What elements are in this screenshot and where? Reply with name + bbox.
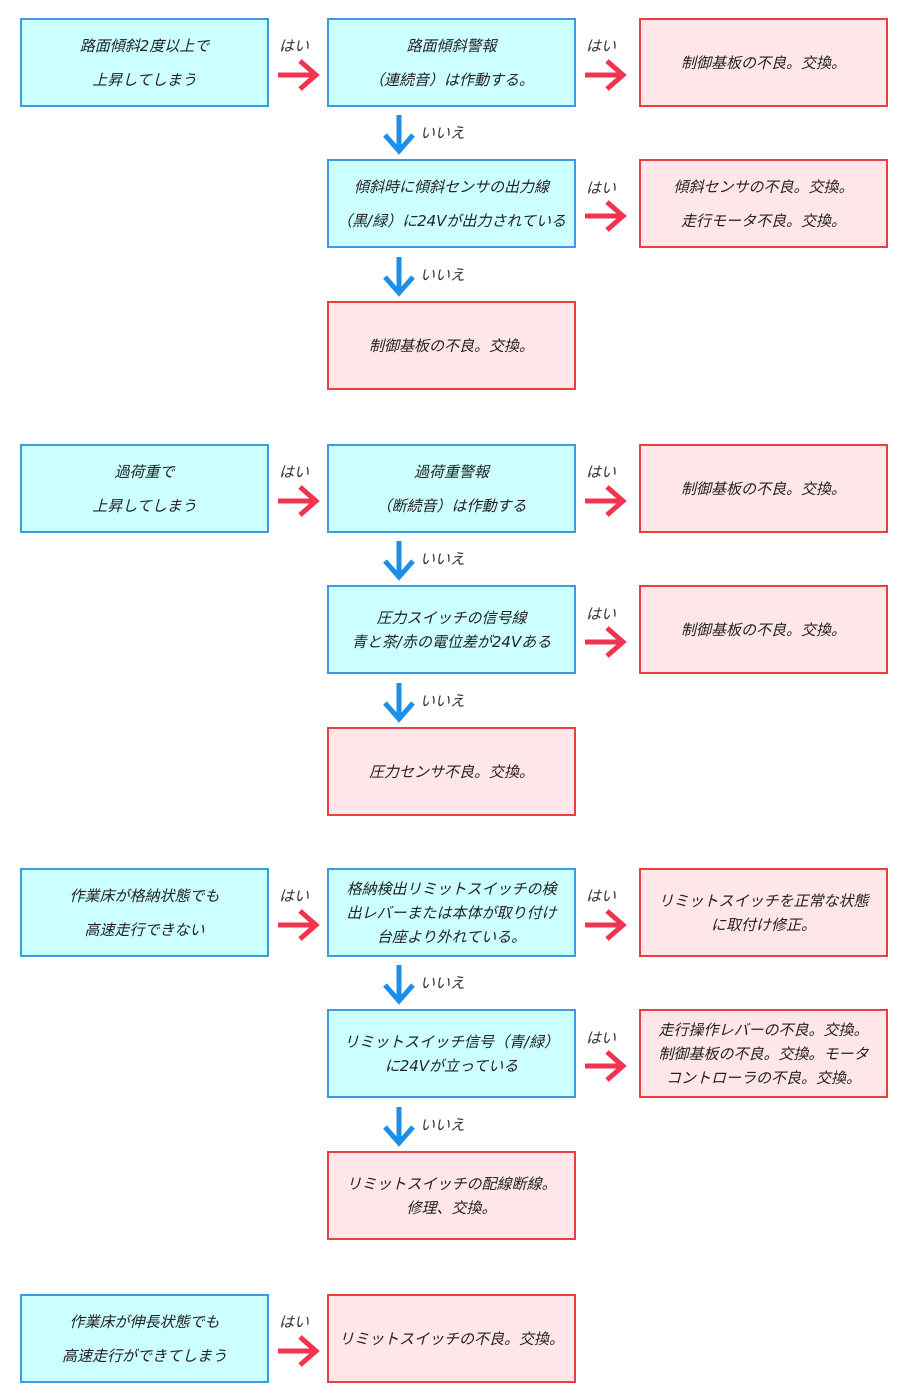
s3-yes-arrow-1 (278, 909, 320, 941)
s1-yes-label-2: はい (586, 37, 617, 55)
s1-yes-label-1: はい (279, 37, 310, 55)
s1-yes-arrow-1 (278, 59, 320, 91)
s4-yes-label-1: はい (279, 1313, 310, 1331)
s3-answer-1-line-2: に取付け修正。 (710, 915, 816, 934)
s2-no-arrow-1 (383, 541, 415, 581)
s1-no-label-2: いいえ (420, 266, 466, 284)
s1-question-1: 路面傾斜2度以上で 上昇してしまう (20, 18, 269, 107)
s1-answer-1-line-1: 制御基板の不良。交換。 (680, 54, 846, 72)
s1-yes-arrow-3 (585, 200, 627, 232)
s3-question-2-line-3: 台座より外れている。 (376, 927, 527, 946)
s2-answer-3-line-1: 圧力センサ不良。交換。 (368, 763, 534, 781)
s3-answer-3-line-2: 修理、交換。 (406, 1198, 497, 1217)
s1-question-1-line-1: 路面傾斜2度以上で (79, 36, 210, 55)
s2-question-2: 過荷重警報 （断続音）は作動する (327, 444, 576, 533)
s1-question-2-line-1: 路面傾斜警報 (406, 36, 497, 55)
s2-answer-2-line-1: 制御基板の不良。交換。 (680, 621, 846, 639)
s2-yes-label-2: はい (586, 463, 617, 481)
s1-question-2-line-2: （連続音）は作動する。 (368, 70, 534, 89)
s2-no-label-1: いいえ (420, 550, 466, 568)
s3-answer-2-line-3: コントローラの不良。交換。 (665, 1068, 861, 1087)
s3-answer-1-line-1: リミットスイッチを正常な状態 (658, 891, 869, 910)
s3-question-1-line-2: 高速走行できない (84, 920, 205, 939)
s4-question-1: 作業床が伸長状態でも 高速走行ができてしまう (20, 1294, 269, 1383)
s2-question-3: 圧力スイッチの信号線 青と茶/赤の電位差が24Vある (327, 585, 576, 674)
s3-yes-label-1: はい (279, 887, 310, 905)
s3-yes-arrow-2 (585, 909, 627, 941)
s3-answer-2-line-1: 走行操作レバーの不良。交換。 (658, 1020, 869, 1039)
s3-no-label-2: いいえ (420, 1116, 466, 1134)
s1-yes-arrow-2 (585, 59, 627, 91)
s1-question-2: 路面傾斜警報 （連続音）は作動する。 (327, 18, 576, 107)
s2-yes-arrow-2 (585, 485, 627, 517)
s1-question-3-line-2: （黒/緑）に24Vが出力されている (337, 211, 566, 230)
s3-question-1-line-1: 作業床が格納状態でも (69, 886, 220, 905)
s4-yes-arrow-1 (278, 1335, 320, 1367)
s1-yes-label-3: はい (586, 179, 617, 197)
s3-answer-3: リミットスイッチの配線断線。 修理、交換。 (327, 1151, 576, 1240)
s2-yes-label-1: はい (279, 463, 310, 481)
s3-question-3-line-1: リミットスイッチ信号（青/緑） (343, 1032, 560, 1051)
s2-yes-arrow-1 (278, 485, 320, 517)
s3-question-1: 作業床が格納状態でも 高速走行できない (20, 868, 269, 957)
s1-answer-2-line-1: 傾斜センサの不良。交換。 (673, 177, 854, 196)
s3-answer-2: 走行操作レバーの不良。交換。 制御基板の不良。交換。モータ コントローラの不良。… (639, 1009, 888, 1098)
s2-answer-1: 制御基板の不良。交換。 (639, 444, 888, 533)
s1-answer-2-line-2: 走行モータ不良。交換。 (680, 211, 846, 230)
s3-answer-1: リミットスイッチを正常な状態 に取付け修正。 (639, 868, 888, 957)
s1-question-1-line-2: 上昇してしまう (92, 70, 197, 89)
s3-question-2-line-1: 格納検出リミットスイッチの検 (346, 879, 557, 898)
s2-question-3-line-1: 圧力スイッチの信号線 (376, 608, 527, 627)
s1-question-3: 傾斜時に傾斜センサの出力線 （黒/緑）に24Vが出力されている (327, 159, 576, 248)
s2-question-1-line-2: 上昇してしまう (92, 496, 197, 515)
s2-answer-2: 制御基板の不良。交換。 (639, 585, 888, 674)
s3-yes-label-3: はい (586, 1029, 617, 1047)
s2-yes-arrow-3 (585, 626, 627, 658)
s4-answer-1-line-1: リミットスイッチの不良。交換。 (338, 1330, 564, 1348)
s3-yes-label-2: はい (586, 887, 617, 905)
s3-question-3: リミットスイッチ信号（青/緑） に24Vが立っている (327, 1009, 576, 1098)
s1-question-3-line-1: 傾斜時に傾斜センサの出力線 (353, 177, 549, 196)
s1-no-arrow-2 (383, 257, 415, 297)
s3-answer-2-line-2: 制御基板の不良。交換。モータ (658, 1044, 869, 1063)
s3-answer-3-line-1: リミットスイッチの配線断線。 (346, 1174, 557, 1193)
s2-answer-3: 圧力センサ不良。交換。 (327, 727, 576, 816)
s2-question-2-line-1: 過荷重警報 (413, 462, 489, 481)
s3-question-3-line-2: に24Vが立っている (384, 1056, 519, 1075)
s3-yes-arrow-3 (585, 1050, 627, 1082)
s3-question-2: 格納検出リミットスイッチの検 出レバーまたは本体が取り付け 台座より外れている。 (327, 868, 576, 957)
s2-question-2-line-2: （断続音）は作動する (376, 496, 527, 515)
s2-question-1-line-1: 過荷重で (114, 462, 175, 481)
s2-question-1: 過荷重で 上昇してしまう (20, 444, 269, 533)
s1-answer-3: 制御基板の不良。交換。 (327, 301, 576, 390)
s2-no-arrow-2 (383, 683, 415, 723)
s3-no-label-1: いいえ (420, 974, 466, 992)
s1-answer-3-line-1: 制御基板の不良。交換。 (368, 337, 534, 355)
s1-answer-2: 傾斜センサの不良。交換。 走行モータ不良。交換。 (639, 159, 888, 248)
s2-no-label-2: いいえ (420, 692, 466, 710)
s4-question-1-line-1: 作業床が伸長状態でも (69, 1312, 220, 1331)
s2-answer-1-line-1: 制御基板の不良。交換。 (680, 480, 846, 498)
s4-question-1-line-2: 高速走行ができてしまう (61, 1346, 227, 1365)
s3-question-2-line-2: 出レバーまたは本体が取り付け (346, 903, 557, 922)
s3-no-arrow-2 (383, 1107, 415, 1147)
s1-answer-1: 制御基板の不良。交換。 (639, 18, 888, 107)
s3-no-arrow-1 (383, 965, 415, 1005)
s4-answer-1: リミットスイッチの不良。交換。 (327, 1294, 576, 1383)
s2-yes-label-3: はい (586, 605, 617, 623)
s1-no-arrow-1 (383, 115, 415, 155)
s2-question-3-line-2: 青と茶/赤の電位差が24Vある (351, 632, 552, 651)
s1-no-label-1: いいえ (420, 124, 466, 142)
